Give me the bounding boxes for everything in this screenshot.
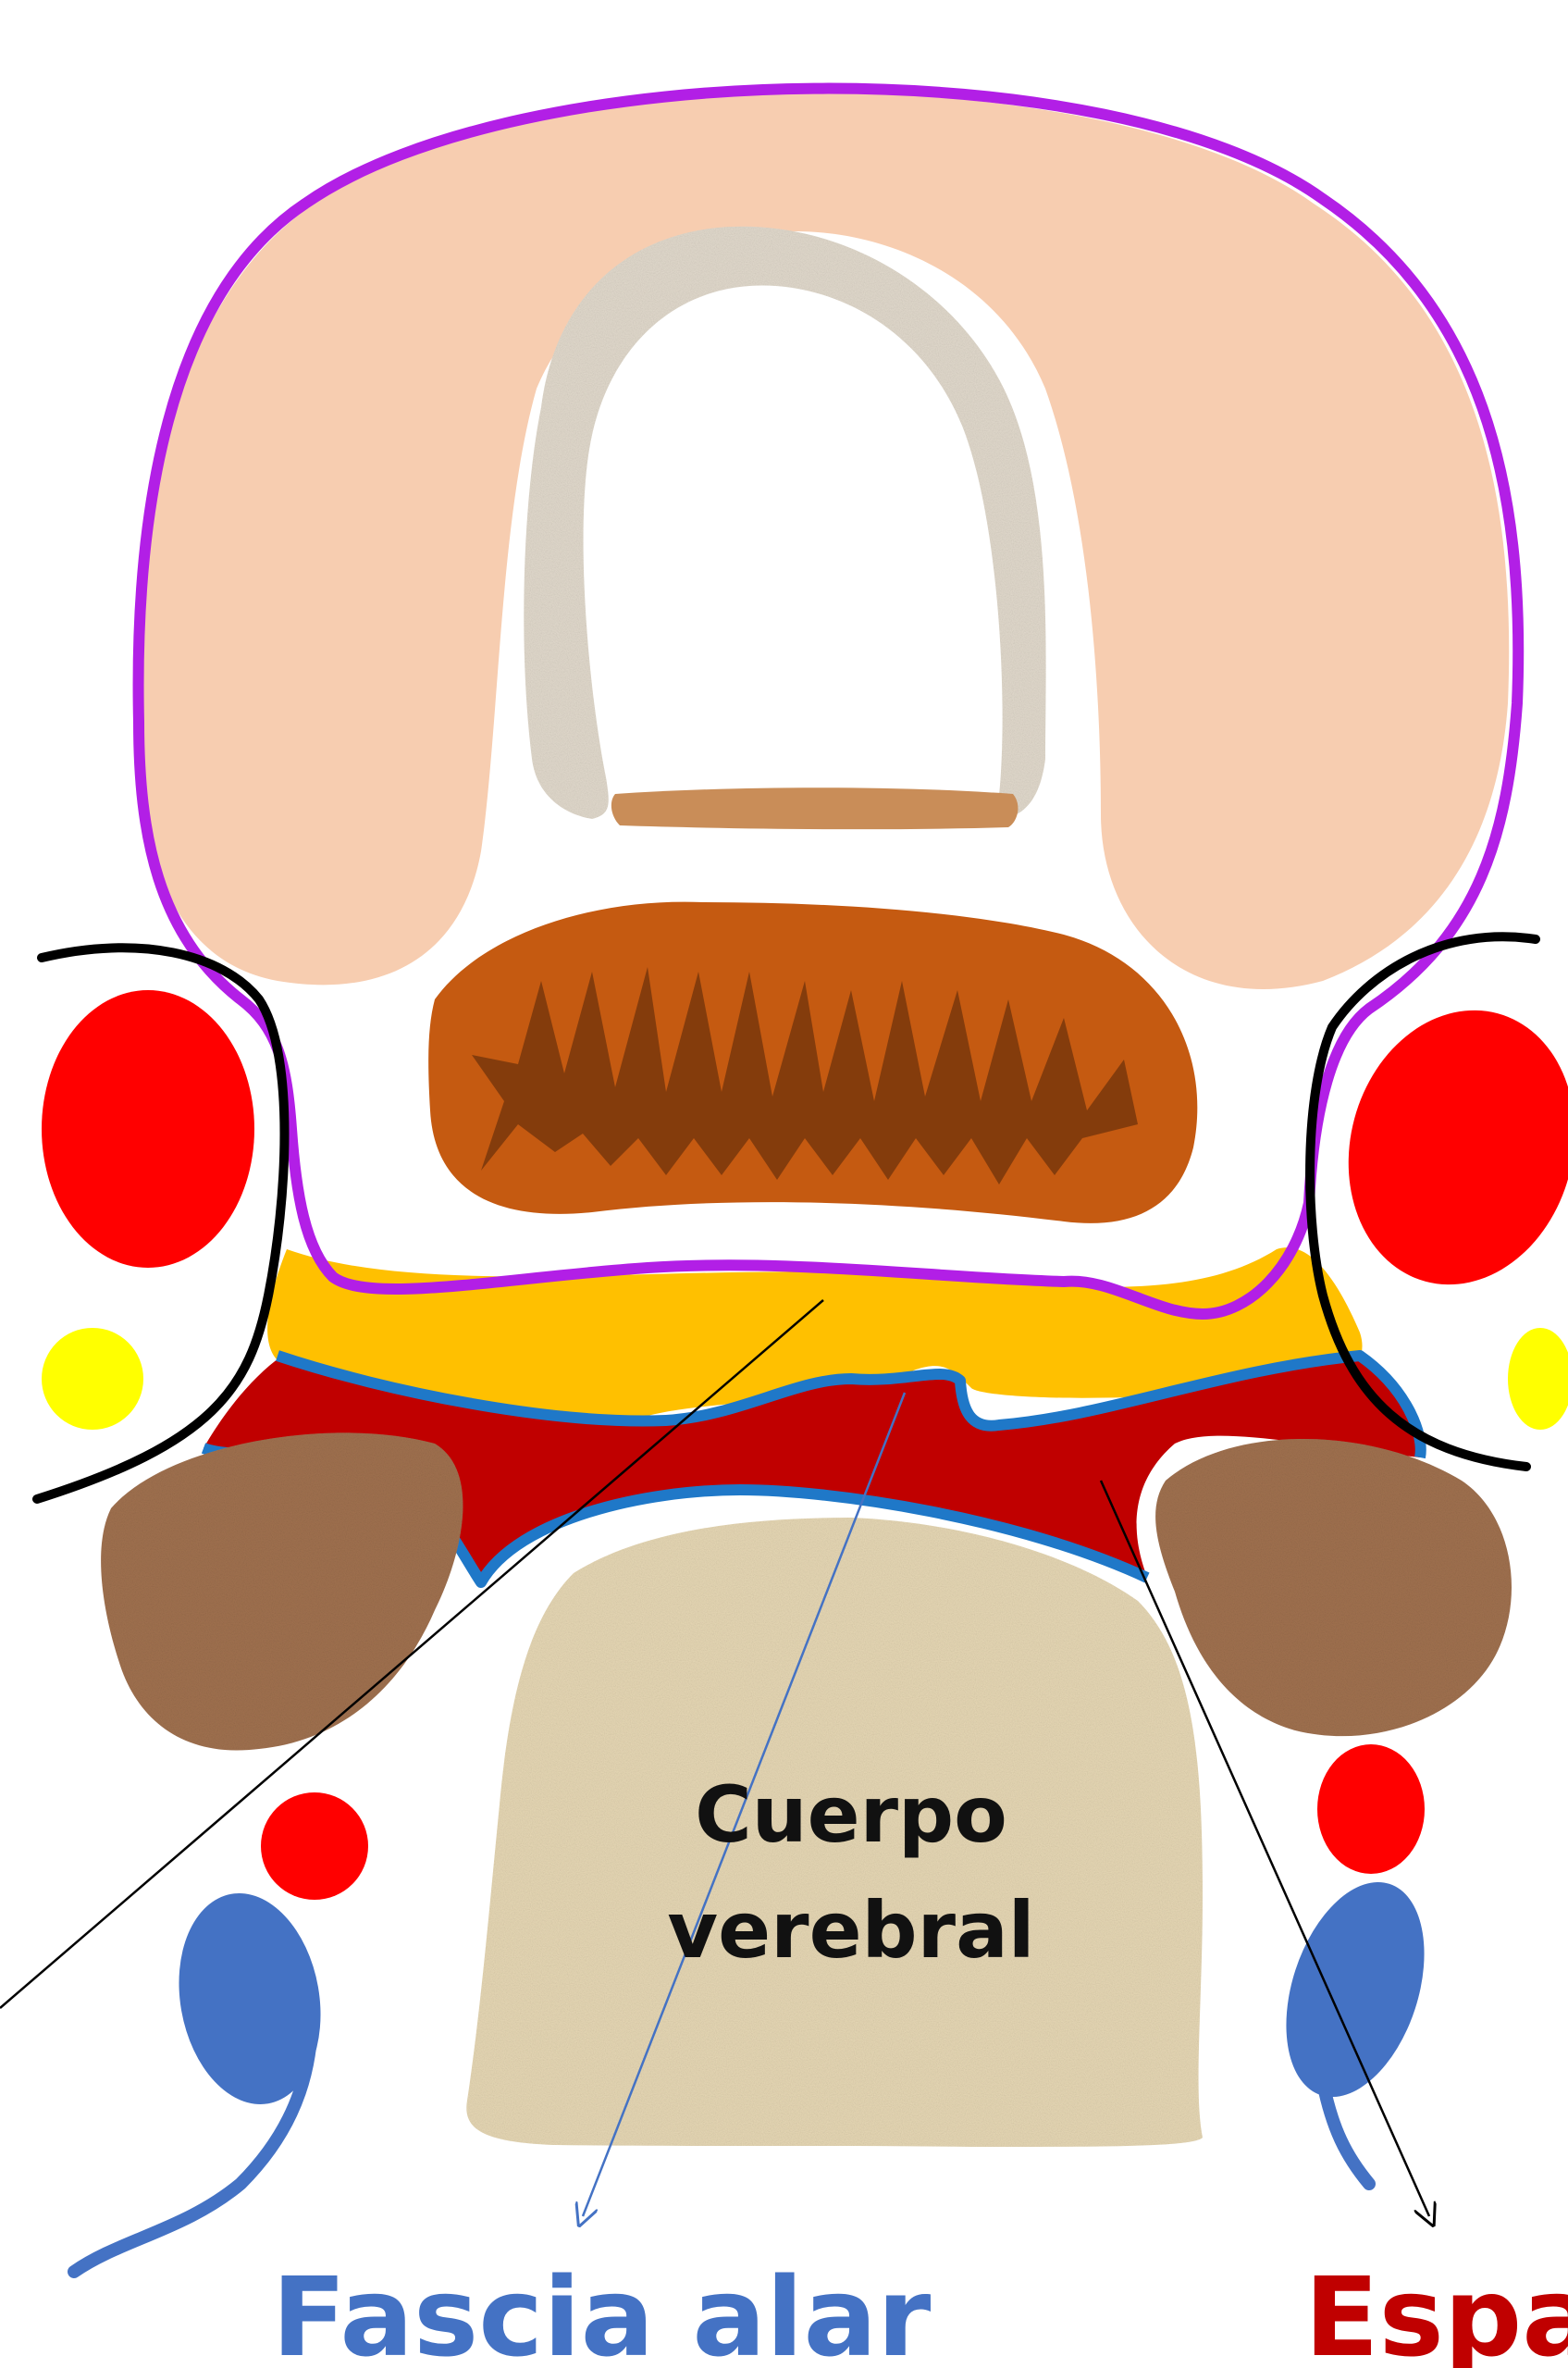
space-label: Espa <box>1304 2253 1568 2368</box>
nerve-fiber-right <box>1323 2082 1369 2184</box>
longus-colli-right <box>1155 1439 1512 1736</box>
vertebral-body-label-line1: Cuerpo <box>695 1769 1007 1860</box>
vagus-nerve-right <box>1508 1328 1568 1430</box>
vagus-nerve-left <box>42 1328 143 1430</box>
carotid-artery-left <box>42 990 254 1268</box>
longus-colli-left <box>101 1432 463 1750</box>
vertebral-artery-left <box>261 1792 368 1900</box>
fascia-alar-label: Fascia alar <box>272 2253 932 2368</box>
infrahyoid-muscles <box>134 93 1510 989</box>
trachea-cartilage <box>524 227 1045 819</box>
vertebral-body-label-line2: verebral <box>667 1885 1034 1976</box>
vertebral-artery-right <box>1317 1744 1425 1874</box>
carotid-artery-right <box>1318 985 1568 1310</box>
trachealis-muscle <box>611 787 1019 829</box>
